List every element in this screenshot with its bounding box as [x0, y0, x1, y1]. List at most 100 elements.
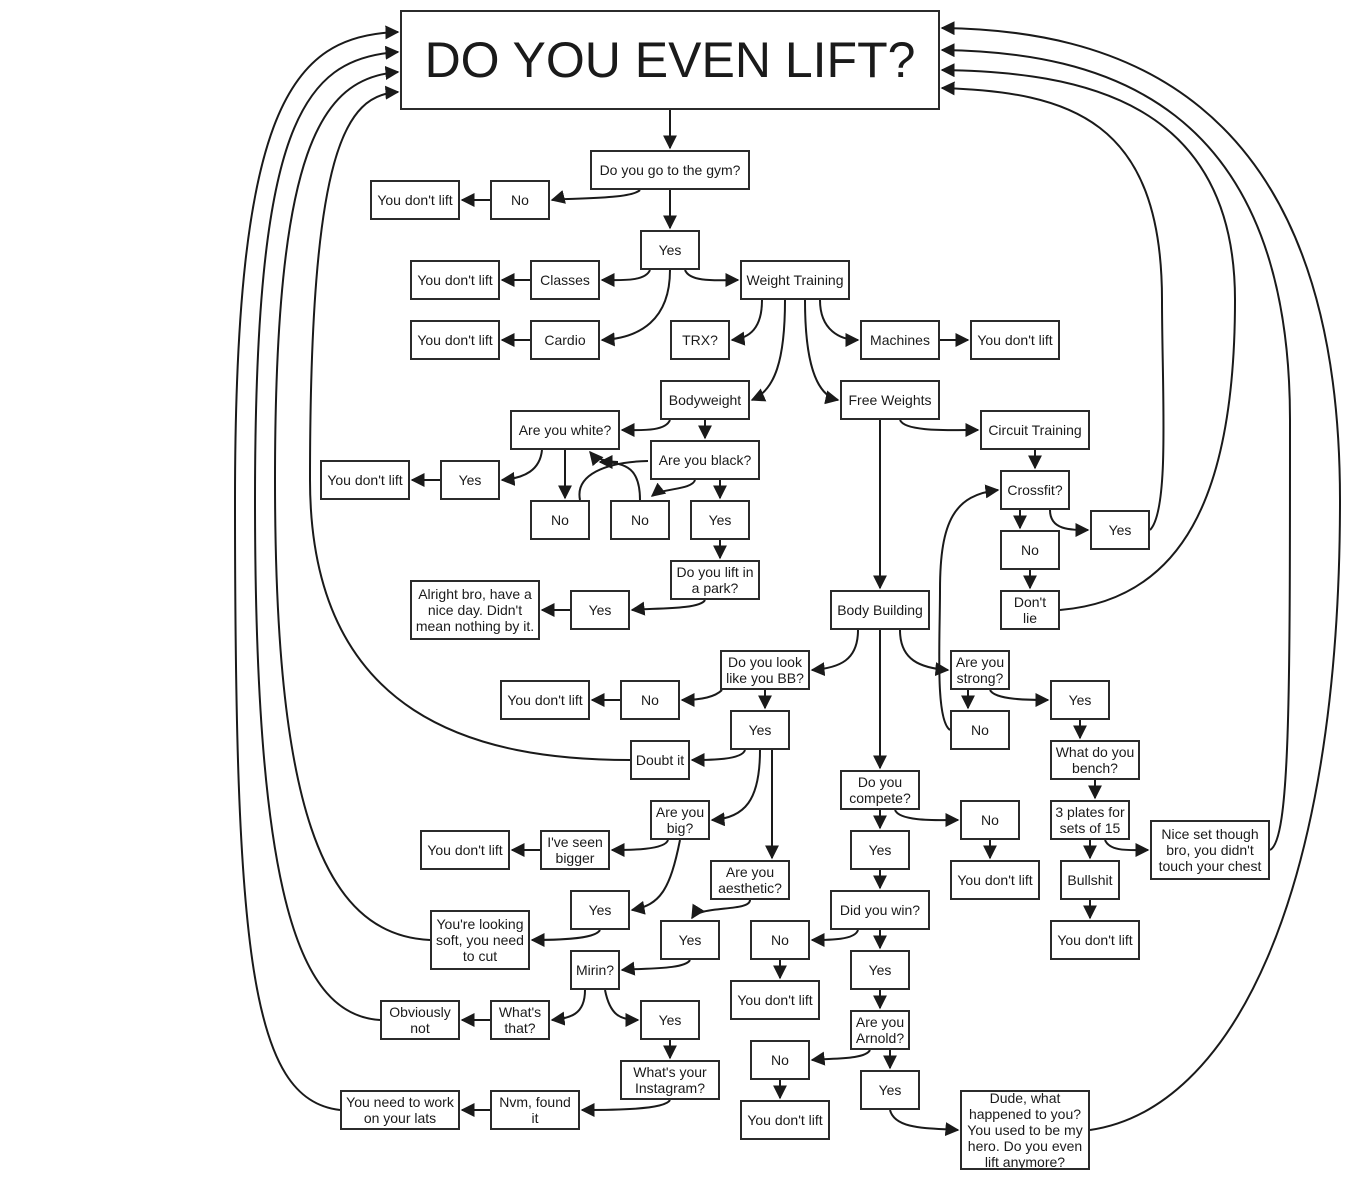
- connector-free-to-circuit: [899, 419, 980, 438]
- flow-node-gym-yes: Yes: [640, 230, 700, 270]
- connector-win-to-win_no: [810, 929, 859, 947]
- flow-node-weight: Weight Training: [740, 260, 850, 300]
- flow-node-crossfit: Crossfit?: [1000, 470, 1070, 510]
- connector-gym_yes-to-classes: [600, 269, 651, 288]
- flow-node-comp-no-dl: You don't lift: [950, 860, 1040, 900]
- connector-gym-to-gym_no: [550, 189, 641, 204]
- connector-strong_no-to-crossfit: [938, 484, 1000, 731]
- connector-bb-to-lookbb: [810, 629, 859, 677]
- flow-node-whats: What's that?: [490, 1000, 550, 1040]
- flow-node-win-no-dl: You don't lift: [730, 980, 820, 1020]
- flow-node-circuit: Circuit Training: [980, 410, 1090, 450]
- flow-node-white-no: No: [530, 500, 590, 540]
- flow-node-arn-yes: Yes: [860, 1070, 920, 1110]
- flow-node-soft: You're looking soft, you need to cut: [430, 910, 530, 970]
- flow-node-bodyweight: Bodyweight: [660, 380, 750, 420]
- flow-node-mirin-yes: Yes: [640, 1000, 700, 1040]
- flow-node-white-dl: You don't lift: [320, 460, 410, 500]
- connector-look_yes-to-big: [710, 749, 761, 827]
- flow-node-aesthetic: Are you aesthetic?: [710, 860, 790, 900]
- flow-node-arn-no: No: [750, 1040, 810, 1080]
- connector-soft-to-title: [273, 65, 431, 941]
- flow-node-machines-dl: You don't lift: [970, 320, 1060, 360]
- flow-node-win-no: No: [750, 920, 810, 960]
- flow-node-look-no-dl: You don't lift: [500, 680, 590, 720]
- connector-big_yes-to-soft: [530, 929, 601, 947]
- flow-node-comp-yes: Yes: [850, 830, 910, 870]
- flow-node-gym: Do you go to the gym?: [590, 150, 750, 190]
- connector-doubt-to-title: [308, 85, 631, 761]
- flow-node-free: Free Weights: [840, 380, 940, 420]
- connector-big-to-seen: [610, 839, 669, 857]
- flow-node-plates: 3 plates for sets of 15: [1050, 800, 1130, 840]
- flow-node-cardio: Cardio: [530, 320, 600, 360]
- flow-node-park-yes: Yes: [570, 590, 630, 630]
- connector-weight-to-bodyweight: [750, 299, 786, 402]
- connector-lookbb-to-look_no: [680, 689, 723, 707]
- flow-node-bench: What do you bench?: [1050, 740, 1140, 780]
- flow-node-white: Are you white?: [510, 410, 620, 450]
- flow-node-obviously: Obviously not: [380, 1000, 460, 1040]
- connector-bb-to-strong: [899, 629, 950, 677]
- flow-node-niceset: Nice set though bro, you didn't touch yo…: [1150, 820, 1270, 880]
- flow-node-white-yes: Yes: [440, 460, 500, 500]
- flow-node-arn-no-dl: You don't lift: [740, 1100, 830, 1140]
- connector-insta-to-nvm: [580, 1099, 671, 1117]
- flow-node-strong-yes: Yes: [1050, 680, 1110, 720]
- flow-node-win: Did you win?: [830, 890, 930, 930]
- flow-node-alright: Alright bro, have a nice day. Didn't mea…: [410, 580, 540, 640]
- flow-node-classes: Classes: [530, 260, 600, 300]
- flow-node-look-no: No: [620, 680, 680, 720]
- flow-node-classes-dl: You don't lift: [410, 260, 500, 300]
- flow-node-bullshit: Bullshit: [1060, 860, 1120, 900]
- flow-node-look-yes: Yes: [730, 710, 790, 750]
- connector-aesthetic-to-aes_yes: [691, 899, 751, 920]
- flow-node-aes-yes: Yes: [660, 920, 720, 960]
- flow-node-dontlie: Don't lie: [1000, 590, 1060, 630]
- flow-node-seen-dl: You don't lift: [420, 830, 510, 870]
- connector-dude-to-title: [940, 21, 1342, 1131]
- flow-node-machines: Machines: [860, 320, 940, 360]
- flow-node-nvm: Nvm, found it: [490, 1090, 580, 1130]
- connector-mirin-to-mirin_yes: [604, 989, 640, 1027]
- connector-compete-to-comp_no: [894, 809, 960, 828]
- connector-aes_yes-to-mirin: [620, 959, 691, 976]
- connector-black_no-to-black: [598, 455, 641, 501]
- connector-arnold-to-arn_no: [810, 1049, 871, 1066]
- connector-gym_yes-to-weight: [684, 269, 740, 288]
- connector-niceset-to-title: [940, 43, 1292, 851]
- flow-node-comp-no: No: [960, 800, 1020, 840]
- flow-node-gym-no: No: [490, 180, 550, 220]
- connector-arn_yes-to-dude: [889, 1109, 960, 1137]
- flow-node-doubt: Doubt it: [630, 740, 690, 780]
- connector-white_no-to-white: [579, 452, 649, 501]
- flow-node-cf-yes: Yes: [1090, 510, 1150, 550]
- connector-park-to-park_yes: [630, 599, 706, 616]
- flow-node-seen: I've seen bigger: [540, 830, 610, 870]
- flow-node-insta: What's your Instagram?: [620, 1060, 720, 1100]
- connector-dontlie-to-title: [940, 63, 1237, 611]
- flow-node-win-yes: Yes: [850, 950, 910, 990]
- connector-obviously-to-title: [253, 45, 400, 1021]
- connector-white-to-white_yes: [500, 449, 543, 486]
- connector-look_yes-to-doubt: [690, 749, 746, 767]
- flow-node-mirin: Mirin?: [570, 950, 620, 990]
- flow-node-big: Are you big?: [650, 800, 710, 840]
- flow-node-arnold: Are you Arnold?: [850, 1010, 910, 1050]
- connector-plates-to-niceset: [1104, 839, 1150, 858]
- flow-node-black-no: No: [610, 500, 670, 540]
- flow-node-lats: You need to work on your lats: [340, 1090, 460, 1130]
- connector-strong-to-strong_yes: [989, 689, 1050, 707]
- flow-node-gym-no-dl: You don't lift: [370, 180, 460, 220]
- connector-mirin-to-whats: [550, 989, 586, 1026]
- connector-weight-to-machines: [819, 299, 860, 347]
- connector-black-to-black_no: [650, 479, 696, 497]
- flow-node-strong: Are you strong?: [950, 650, 1010, 690]
- flow-node-lookbb: Do you look like you BB?: [720, 650, 810, 690]
- flow-node-cf-no: No: [1000, 530, 1060, 570]
- connector-gym_yes-to-cardio: [600, 269, 671, 347]
- flow-node-park: Do you lift in a park?: [670, 560, 760, 600]
- flowchart-title: DO YOU EVEN LIFT?: [400, 10, 940, 110]
